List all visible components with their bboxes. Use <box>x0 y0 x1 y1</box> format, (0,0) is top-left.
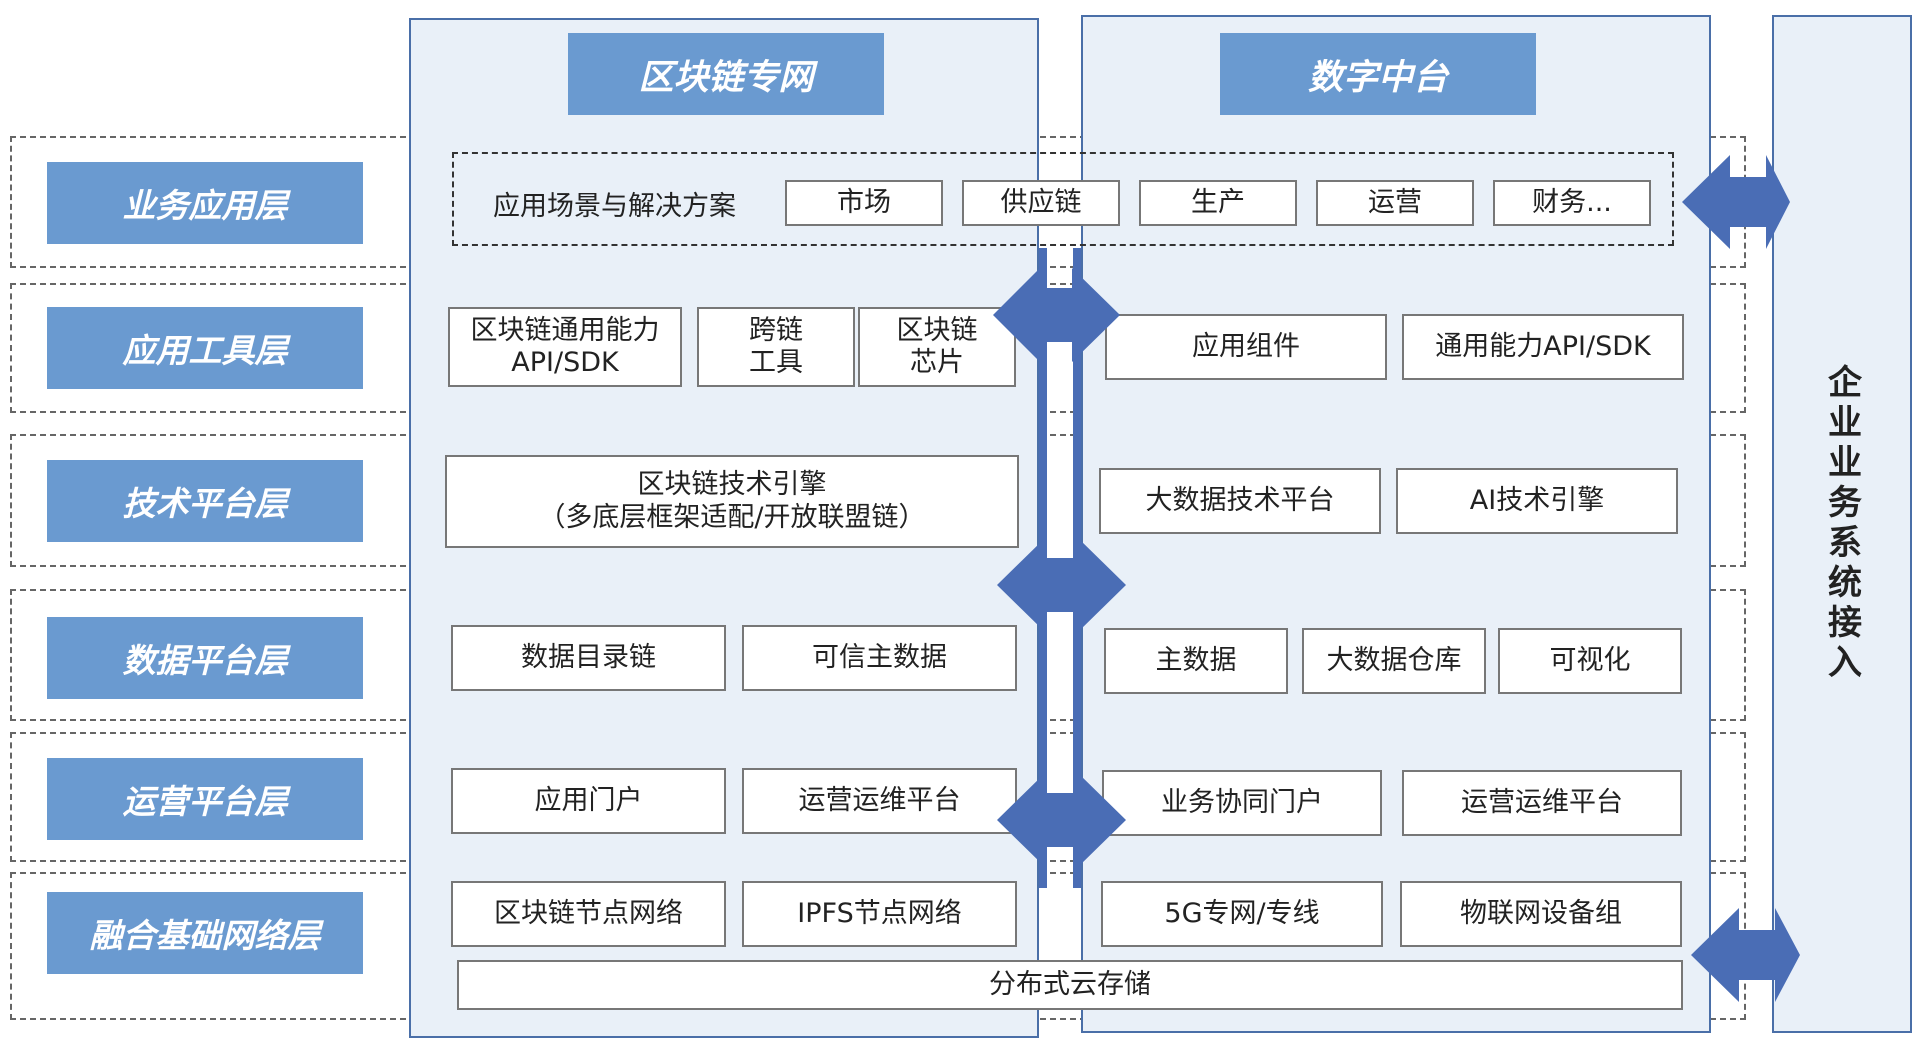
double-arrow-icon <box>997 538 1126 632</box>
double-arrow-icon <box>1691 908 1800 1002</box>
enterprise-access-title: 企业业务系统接入 <box>1821 364 1862 684</box>
tool-app-components: 应用组件 <box>1105 314 1387 380</box>
layer-label-data: 数据平台层 <box>47 617 363 699</box>
net-ipfs-nodes: IPFS节点网络 <box>742 881 1017 947</box>
data-visualization: 可视化 <box>1498 628 1682 694</box>
layer-label-tech-text: 技术平台层 <box>122 484 288 523</box>
ops-devops-platform-right: 运营运维平台 <box>1402 770 1682 836</box>
data-trusted-master: 可信主数据 <box>742 625 1017 691</box>
tool-general-api-sdk: 通用能力API/SDK <box>1402 314 1684 380</box>
business-item-market: 市场 <box>785 180 943 226</box>
double-arrow-icon <box>1682 155 1790 249</box>
layer-label-ops-text: 运营平台层 <box>122 782 288 821</box>
business-scene-label: 应用场景与解决方案 <box>493 180 783 226</box>
double-arrow-icon <box>997 773 1126 867</box>
business-item-production: 生产 <box>1139 180 1297 226</box>
business-item-finance: 财务... <box>1493 180 1651 226</box>
net-distributed-storage: 分布式云存储 <box>457 960 1683 1010</box>
layer-label-ops: 运营平台层 <box>47 758 363 840</box>
tech-ai-engine: AI技术引擎 <box>1396 468 1678 534</box>
data-catalog-chain: 数据目录链 <box>451 625 726 691</box>
layer-label-tools-text: 应用工具层 <box>122 331 288 370</box>
layer-label-business-text: 业务应用层 <box>122 186 288 225</box>
tech-blockchain-engine: 区块链技术引擎 （多底层框架适配/开放联盟链） <box>445 455 1019 548</box>
net-5g-private: 5G专网/专线 <box>1101 881 1383 947</box>
layer-label-business: 业务应用层 <box>47 162 363 244</box>
blockchain-net-title-text: 区块链专网 <box>638 57 814 98</box>
data-warehouse: 大数据仓库 <box>1302 628 1486 694</box>
tech-bigdata-platform: 大数据技术平台 <box>1099 468 1381 534</box>
digital-platform-title-text: 数字中台 <box>1307 57 1448 98</box>
double-arrow-icon <box>993 268 1120 362</box>
layer-label-network-text: 融合基础网络层 <box>89 916 321 955</box>
ops-collab-portal: 业务协同门户 <box>1102 770 1382 836</box>
blockchain-net-title: 区块链专网 <box>568 33 884 115</box>
business-item-operation: 运营 <box>1316 180 1474 226</box>
tool-blockchain-chip: 区块链 芯片 <box>858 307 1016 387</box>
net-iot-devices: 物联网设备组 <box>1400 881 1682 947</box>
layer-label-tools: 应用工具层 <box>47 307 363 389</box>
business-scene-frame <box>452 152 1674 246</box>
layer-label-network: 融合基础网络层 <box>47 892 363 974</box>
business-scene-label-text: 应用场景与解决方案 <box>493 190 736 222</box>
digital-platform-title: 数字中台 <box>1220 33 1536 115</box>
data-master: 主数据 <box>1104 628 1288 694</box>
ops-devops-platform-left: 运营运维平台 <box>742 768 1017 834</box>
tool-blockchain-api-sdk: 区块链通用能力 API/SDK <box>448 307 682 387</box>
layer-label-tech: 技术平台层 <box>47 460 363 542</box>
business-item-supply-chain: 供应链 <box>962 180 1120 226</box>
ops-app-portal: 应用门户 <box>451 768 726 834</box>
column-enterprise-access: 企业业务系统接入 <box>1772 15 1912 1033</box>
layer-label-data-text: 数据平台层 <box>122 641 288 680</box>
net-blockchain-nodes: 区块链节点网络 <box>451 881 726 947</box>
tool-cross-chain: 跨链 工具 <box>697 307 855 387</box>
